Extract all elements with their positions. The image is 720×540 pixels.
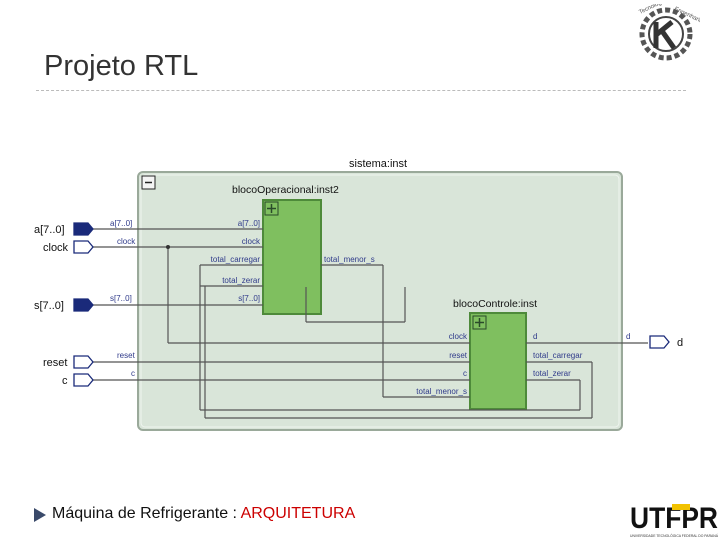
wire-label-c: c — [131, 369, 135, 378]
op-pin-total-carregar: total_carregar — [211, 255, 261, 264]
wire-label-reset: reset — [117, 351, 136, 360]
wire-label-clock: clock — [117, 237, 136, 246]
outer-block-title: sistema:inst — [349, 158, 407, 170]
wires — [93, 228, 648, 419]
footer-caption: Máquina de Refrigerante : ARQUITETURA — [52, 505, 355, 523]
port-label-reset: reset — [43, 357, 67, 369]
wire-label-d: d — [626, 332, 630, 341]
bloco-operacional-title: blocoOperacional:inst2 — [232, 184, 339, 196]
title-divider — [36, 90, 686, 91]
op-pin-s: s[7..0] — [238, 294, 260, 303]
ctrl-pin-c: c — [463, 369, 467, 378]
footer-highlight: ARQUITETURA — [240, 505, 356, 522]
port-label-clock: clock — [43, 242, 69, 254]
outer-block — [137, 171, 623, 431]
utfpr-logo-caption: UNIVERSIDADE TECNOLÓGICA FEDERAL DO PARA… — [630, 533, 719, 538]
ctrl-pin-total-zerar: total_zerar — [533, 369, 571, 378]
port-label-d: d — [677, 337, 683, 349]
op-pin-clock: clock — [242, 237, 261, 246]
junction-dot — [166, 245, 170, 249]
wire-label-s: s[7..0] — [110, 294, 132, 303]
port-label-c: c — [62, 375, 68, 387]
page-title: Projeto RTL — [44, 50, 199, 82]
ctrl-pin-reset: reset — [449, 351, 468, 360]
op-pin-a: a[7..0] — [238, 219, 260, 228]
logo-text-tecnologia: Tecnologia — [638, 4, 667, 16]
op-pin-total-menor-s: total_menor_s — [324, 255, 375, 264]
gear-logo-icon: Tecnologia Engenharia — [638, 4, 700, 61]
footer-prefix: Máquina de Refrigerante : — [52, 505, 241, 522]
ctrl-pin-d: d — [533, 332, 537, 341]
ctrl-pin-clock: clock — [449, 332, 468, 341]
port-label-s: s[7..0] — [34, 300, 64, 312]
port-label-a: a[7..0] — [34, 224, 65, 236]
bloco-controle-block[interactable] — [469, 312, 527, 410]
ctrl-pin-total-menor-s: total_menor_s — [416, 387, 467, 396]
utfpr-logo-icon: UTFPR UNIVERSIDADE TECNOLÓGICA FEDERAL D… — [630, 502, 719, 538]
bloco-controle-title: blocoControle:inst — [453, 298, 537, 310]
input-ports — [73, 222, 94, 387]
footer-arrow-icon — [34, 508, 46, 522]
bloco-operacional-block[interactable] — [262, 199, 322, 315]
output-port-d — [649, 335, 670, 349]
op-pin-total-zerar: total_zerar — [222, 276, 260, 285]
ctrl-pin-total-carregar: total_carregar — [533, 351, 583, 360]
wire-label-a: a[7..0] — [110, 219, 132, 228]
